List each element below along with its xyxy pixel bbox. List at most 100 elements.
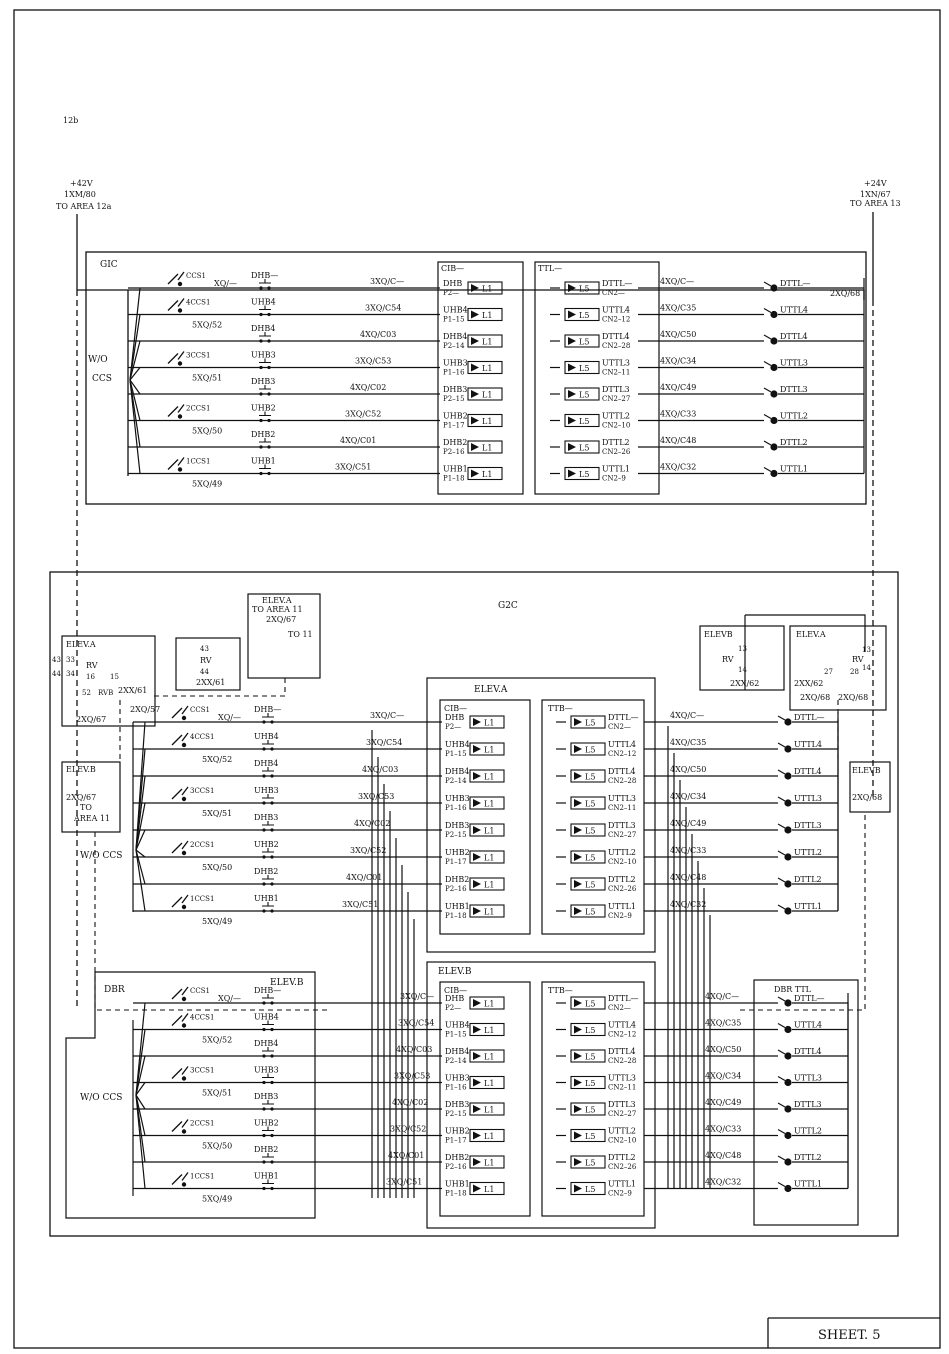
elev-a-row-7-buffer-l1-triangle-icon xyxy=(473,880,481,888)
g1c-row-7-buffer-l1-triangle-icon xyxy=(471,443,479,451)
elev-b-row-1-buffer-l5-body xyxy=(570,996,606,1010)
elev-a-row-1-buffer-l1-label: L1 xyxy=(484,719,494,728)
elev-a-row-7-ttl-out: DTTL2 xyxy=(608,875,636,884)
elev-b-row-3-pushbutton-icon xyxy=(258,1047,278,1057)
g1c-row-4-term-label: 5XQ/51 xyxy=(192,374,222,383)
elev-a-row-3-buffer-l1-body xyxy=(469,769,505,783)
elev-a-row-4-button-label: UHB3 xyxy=(254,786,279,795)
elev-a-row-8-term-label: 5XQ/49 xyxy=(202,917,232,926)
elev-b-row-8-buffer-l1-label: L1 xyxy=(484,1185,494,1194)
elev-b-right-top-wire: 2XX/62 xyxy=(730,679,759,688)
elev-a-row-4-lamp-icon xyxy=(784,799,792,807)
elev-a-row-5-button-label: DHB3 xyxy=(254,813,278,822)
elev-a-row-3-button-label: DHB4 xyxy=(254,759,278,768)
elev-a-row-2-pushbutton-icon-contact xyxy=(270,747,274,751)
elev-b-row-2-pushbutton-icon-contact xyxy=(270,1027,274,1032)
elev-b-row-2-buffer-l1-body xyxy=(469,1022,505,1037)
elev-b-row-5-buffer-l5-body xyxy=(570,1102,606,1116)
elev-b-row-2-buffer-l5-body xyxy=(570,1022,606,1037)
elev-a-row-2-lamp-icon-lead xyxy=(777,742,786,748)
rv-small-rv: RV xyxy=(200,656,212,665)
elev-b-row-3-cib-in: DHB4 xyxy=(445,1047,469,1056)
g2c-title: G2C xyxy=(498,601,518,611)
elev-a-row-6-switch-label: 2CCS1 xyxy=(190,841,214,849)
elev-b-row-7-pushbutton-icon-contact xyxy=(262,1160,266,1164)
g1c-row-8-term-label: 5XQ/49 xyxy=(192,480,222,489)
elev-b-row-5-out-wire-label: 4XQ/C49 xyxy=(705,1098,741,1107)
elev-b-row-8-switch-label: 1CCS1 xyxy=(190,1173,214,1181)
g1c-row-2-pushbutton-icon xyxy=(255,305,275,316)
elev-a-row-2-cib-in: UHB4 xyxy=(445,740,470,749)
elev-a-row-3-pushbutton-icon xyxy=(258,767,278,777)
elev-a-row-4-buffer-l1-triangle-icon xyxy=(473,799,481,807)
elev-a-row-1-lamp-icon xyxy=(784,718,792,726)
elev-b-row-1-lamp-icon-lead xyxy=(777,996,786,1002)
g1c-row-7-buffer-l5-triangle-icon xyxy=(568,443,576,451)
elev-b-row-3-button-label: DHB4 xyxy=(254,1039,278,1048)
elev-a-row-2-switch-icon-contact xyxy=(181,742,187,748)
elev-b-row-2-pushbutton-icon xyxy=(258,1020,278,1031)
g1c-row-7-lamp-icon-lead xyxy=(763,440,772,446)
elev-b-row-7-cib-in: DHB2 xyxy=(445,1153,469,1162)
left-supply-ref: 1XM/80 xyxy=(64,190,96,199)
elev-a-to11-box xyxy=(247,593,321,679)
elev-b-row-6-pushbutton-icon-contact xyxy=(270,1133,274,1138)
g1c-row-2-pushbutton-icon-contact xyxy=(267,312,271,317)
elev-b-row-4-switch-icon xyxy=(171,1066,189,1079)
elev-a-row-8-buffer-l1-label: L1 xyxy=(484,908,494,917)
g1c-row-8-ttl-pin: CN2–9 xyxy=(602,475,626,483)
elev-b-row-2-out-wire-label: 4XQ/C35 xyxy=(705,1019,741,1028)
elev-a-row-4-switch-icon xyxy=(171,786,189,800)
g1c-row-1-lamp-icon xyxy=(770,284,778,292)
elev-b-row-6-pushbutton-icon xyxy=(258,1126,278,1137)
elev-b-row-2-switch-icon-contact xyxy=(181,1023,187,1028)
g1c-row-1-buffer-l5-triangle-icon xyxy=(568,284,576,292)
elev-a-row-3-out-wire-label: 4XQ/C50 xyxy=(670,765,706,774)
g1c-row-4-pushbutton-icon-contact xyxy=(259,365,263,370)
left-supply-voltage: +42V xyxy=(70,179,93,188)
elev-a-right-wire3: 2XQ/68 xyxy=(838,693,868,702)
g1c-row-4-switch-label: 3CCS1 xyxy=(186,352,210,360)
g1c-row-1-ttl-pin: CN2— xyxy=(602,289,625,297)
elev-a-left-rv2: RVB xyxy=(98,689,113,697)
elev-a-row-8-out-wire-label: 4XQ/C32 xyxy=(670,900,706,909)
elev-b-row-8-cib-in: UHB1 xyxy=(445,1180,470,1189)
g1c-row-6-out-wire-label: 4XQ/C33 xyxy=(660,410,696,419)
elev-b-row-7-lamp-label: DTTL2 xyxy=(794,1153,822,1162)
elev-a-row-8-cib-in: UHB1 xyxy=(445,902,470,911)
g1c-row-8-lamp-icon xyxy=(770,469,778,478)
elev-b-row-6-switch-icon xyxy=(171,1119,189,1132)
elev-a-row-7-buffer-l5-body xyxy=(570,877,606,891)
elev-b-row-7-cib-pin: P2–16 xyxy=(445,1163,467,1171)
elev-b-row-8-switch-icon-contact xyxy=(181,1182,187,1187)
elev-b-row-8-pushbutton-icon-contact xyxy=(270,1186,274,1191)
elev-b-row-7-ttl-pin: CN2–26 xyxy=(608,1163,637,1171)
elev-a-row-2-buffer-l1-label: L1 xyxy=(484,746,494,755)
elev-a-row-6-buffer-l1-label: L1 xyxy=(484,854,494,863)
elev-b-row-6-cib-in: UHB2 xyxy=(445,1127,470,1136)
elev-a-row-6-fan xyxy=(135,849,146,858)
elev-b-row-7-lamp-icon-lead xyxy=(777,1155,786,1161)
elev-b-row-4-cib-in: UHB3 xyxy=(445,1074,470,1083)
elev-a-row-7-pushbutton-icon xyxy=(258,875,278,885)
elev-a-cib-title: CIB— xyxy=(444,704,467,713)
right-supply-dest: TO AREA 13 xyxy=(850,199,901,208)
elev-a-row-2-ttl-pin: CN2–12 xyxy=(608,750,636,758)
elev-a-left-rv: RV xyxy=(86,661,98,670)
elev-a-row-7-pushbutton-icon-contact xyxy=(270,882,274,886)
g1c-row-4-switch-icon xyxy=(167,351,185,364)
g1c-row-2-buffer-l5-body xyxy=(564,307,600,322)
g1c-row-6-fan xyxy=(129,379,141,421)
g1c-row-1-buffer-l5-label: L5 xyxy=(579,285,589,294)
elev-a-row-1-cib-pin: P2— xyxy=(445,723,461,731)
elev-a-row-7-cib-pin: P2–16 xyxy=(445,885,467,893)
g1c-row-2-buffer-l1-body xyxy=(467,307,503,322)
g1c-row-4-ttl-out: UTTL3 xyxy=(602,359,630,368)
elev-a-row-7-cib-in: DHB2 xyxy=(445,875,469,884)
g1c-row-7-ttl-pin: CN2–26 xyxy=(602,448,631,456)
g1c-row-3-pushbutton-icon xyxy=(255,332,275,342)
dbr-ttl-box xyxy=(753,979,859,1226)
elev-b-row-1-switch-ref: XQ/— xyxy=(218,994,241,1003)
elev-b-row-3-ttl-pin: CN2–28 xyxy=(608,1057,636,1065)
elev-a-row-7-out-wire-label: 4XQ/C48 xyxy=(670,873,706,882)
